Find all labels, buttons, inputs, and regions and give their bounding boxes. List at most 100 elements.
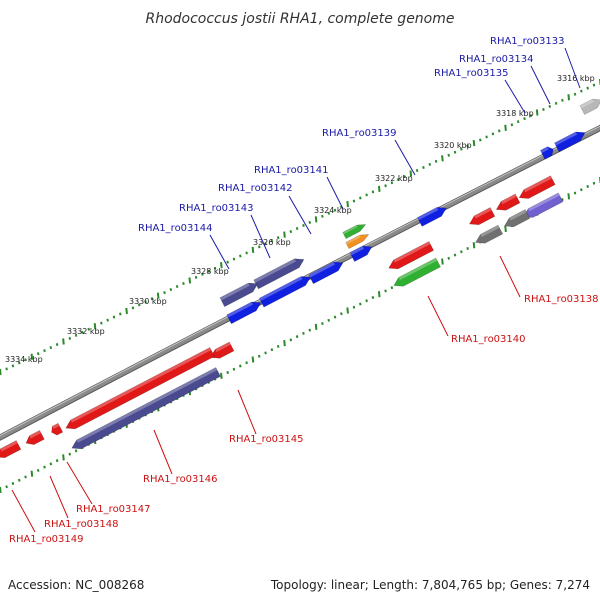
label-ro03146-leader <box>153 429 173 475</box>
scale-tick <box>516 120 520 124</box>
gene-ro03146a <box>65 347 215 430</box>
scale-tick <box>586 86 589 90</box>
scale-tick <box>0 368 2 376</box>
label-ro03141-leader <box>326 176 344 210</box>
label-ro03135-leader <box>504 79 526 114</box>
scale-tick <box>175 285 179 289</box>
scale-tick <box>156 292 160 299</box>
scale-tick <box>441 258 444 265</box>
gene-layer <box>0 98 600 459</box>
scale-tick <box>62 454 65 461</box>
gene-ro03135-body <box>539 146 554 160</box>
gene-ro03138c-shine <box>509 209 527 221</box>
gene-ro03141b-shine <box>345 235 361 245</box>
gene-ro03140a-shine <box>393 241 431 263</box>
gene-ro03134 <box>554 131 586 153</box>
scale-tick <box>226 371 229 375</box>
scale-tick <box>163 291 166 295</box>
scale-tick <box>245 361 248 365</box>
scale-tick <box>377 185 381 192</box>
label-ro03149: RHA1_ro03149 <box>9 534 84 545</box>
gene-ro03134-shine <box>554 131 578 146</box>
scale-tick <box>283 340 286 347</box>
label-ro03133: RHA1_ro03133 <box>490 36 565 47</box>
scale-tick <box>390 286 394 290</box>
gene-ro03147-body <box>51 422 64 436</box>
label-ro03147-leader <box>66 461 93 505</box>
scale-tick <box>137 303 141 307</box>
scale-tick <box>276 344 280 348</box>
scale-tick <box>377 291 381 298</box>
label-ro03148-leader <box>49 475 69 519</box>
scale-tick <box>359 196 362 200</box>
scale-tick <box>327 211 330 215</box>
label-ro03149-leader <box>11 489 36 533</box>
scale-tick <box>548 104 552 108</box>
scale-tick <box>580 89 583 93</box>
gene-ro03144d-body <box>219 282 259 308</box>
gene-ro03146a-body <box>65 347 215 430</box>
tick-label: 3322 kbp <box>375 174 413 183</box>
upper-scale-track <box>0 79 600 376</box>
scale-tick <box>321 214 324 218</box>
scale-tick <box>384 184 387 188</box>
gene-ro03138d <box>475 224 504 244</box>
scale-tick <box>567 193 571 200</box>
gene-ro03135 <box>539 146 554 160</box>
scale-tick <box>453 150 457 154</box>
scale-tick <box>49 462 53 466</box>
label-ro03144-leader <box>209 234 230 270</box>
scale-tick <box>43 349 46 353</box>
scale-tick <box>567 94 571 101</box>
gene-ro03133 <box>579 98 600 115</box>
scale-tick <box>592 181 596 185</box>
gene-ro03138b-shine <box>528 192 560 212</box>
scale-tick <box>201 272 204 276</box>
scale-tick <box>150 297 154 301</box>
gene-ro03144c <box>253 258 305 290</box>
tick-label: 3328 kbp <box>191 267 229 276</box>
gene-ro03141a <box>342 224 367 240</box>
tick-label: 3324 kbp <box>314 206 352 215</box>
gene-ro03144d-shine <box>219 283 250 301</box>
scale-tick <box>276 236 280 240</box>
gene-ro03138a-shine <box>474 207 492 219</box>
scale-tick <box>245 251 248 255</box>
scale-tick <box>17 361 21 365</box>
gene-ro03133-body <box>579 98 600 115</box>
scale-tick <box>207 269 210 273</box>
scale-tick <box>460 147 463 151</box>
scale-tick <box>24 358 27 362</box>
scale-tick <box>81 330 84 334</box>
scale-tick <box>359 302 362 306</box>
scale-tick <box>68 452 72 456</box>
scale-tick <box>485 135 488 139</box>
label-ro03145: RHA1_ro03145 <box>229 434 304 445</box>
gene-ro03136 <box>518 175 556 199</box>
gene-ro03138d-shine <box>480 225 500 237</box>
scale-tick <box>466 247 469 251</box>
scale-tick <box>74 333 78 337</box>
scale-tick <box>314 216 318 223</box>
tick-label: 3316 kbp <box>557 74 595 83</box>
scale-tick <box>586 185 589 189</box>
gene-ro03145-body <box>209 341 235 359</box>
gene-ro03140a-body <box>388 241 435 270</box>
scale-tick <box>87 327 90 331</box>
scale-tick <box>106 318 109 322</box>
scale-tick <box>5 485 8 489</box>
gene-ro03145 <box>209 341 235 359</box>
scale-tick <box>188 277 192 284</box>
scale-tick <box>302 223 305 227</box>
scale-tick <box>352 199 356 203</box>
gene-ro03146b-body <box>71 367 221 450</box>
gene-ro03140b <box>393 257 441 287</box>
scale-tick <box>74 449 78 453</box>
scale-tick <box>24 475 27 479</box>
scale-tick <box>93 323 97 330</box>
scale-tick <box>194 275 198 279</box>
scale-tick <box>144 300 147 304</box>
scale-tick <box>561 98 564 102</box>
scale-tick <box>466 144 469 148</box>
